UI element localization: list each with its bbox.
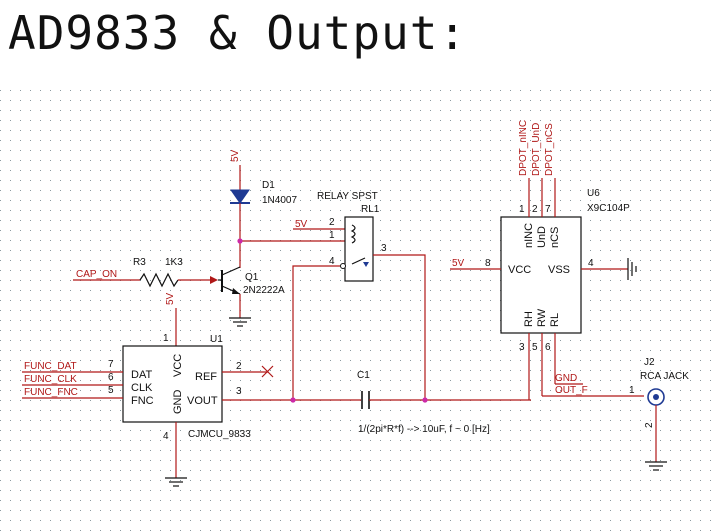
u6-num-und: 2: [532, 204, 538, 215]
u1-pin-ref: REF: [195, 371, 217, 383]
j2-rca-jack: [647, 388, 665, 406]
u1-pin-gnd: GND: [172, 390, 184, 415]
relay-pin-1: 1: [329, 230, 335, 241]
ground-symbol-u1: [165, 477, 187, 487]
relay-pin-4: 4: [329, 256, 335, 267]
net-dpot-ncs: DPOT_nCS: [544, 123, 555, 176]
u1-num-ref: 2: [236, 361, 242, 372]
c1-formula: 1/(2pi*R*f) --> 10uF, f ~ 0 [Hz]: [358, 424, 490, 435]
u6-pin-rl: RL: [549, 313, 561, 327]
u6-num-ninc: 1: [519, 204, 525, 215]
wire-relay-pin4: [292, 265, 340, 400]
u6-num-vss: 4: [588, 258, 594, 269]
page-title: AD9833 & Output:: [8, 6, 468, 60]
wire-relay-pin3: [373, 254, 426, 400]
j2-pin-gnd: 2: [644, 422, 655, 428]
u6-num-rh: 3: [519, 342, 525, 353]
q1-value: 2N2222A: [243, 285, 285, 296]
u1-num-dat: 7: [108, 359, 114, 370]
base-arrow: [210, 276, 218, 284]
u1-num-vout: 3: [236, 386, 242, 397]
j2-value: RCA JACK: [640, 371, 689, 382]
relay-ref: RL1: [361, 204, 380, 215]
u6-pin-rw: RW: [536, 308, 548, 327]
u1-num-gnd: 4: [163, 431, 169, 442]
net-5v-u1: 5V: [165, 292, 176, 305]
u6-pin-vcc: VCC: [508, 264, 531, 276]
ground-symbol-j2: [645, 461, 667, 471]
u1-pin-vout: VOUT: [187, 395, 218, 407]
ground-symbol-u6: [627, 258, 637, 280]
u6-pin-ninc: nINC: [523, 223, 535, 248]
r3-value: 1K3: [165, 257, 183, 268]
c1-ref: C1: [357, 370, 370, 381]
j2-ref: J2: [644, 357, 655, 368]
u6-num-rl: 6: [545, 342, 551, 353]
net-5v-relay: 5V: [295, 219, 308, 230]
net-5v-u6: 5V: [452, 258, 465, 269]
u6-ref: U6: [587, 188, 600, 199]
u1-pin-clk: CLK: [131, 382, 153, 394]
d1-diode: [230, 165, 250, 268]
u6-num-rw: 5: [532, 342, 538, 353]
net-5v-d1: 5V: [230, 149, 241, 162]
net-cap-on: CAP_ON: [76, 269, 117, 280]
u1-body: [122, 345, 223, 423]
relay-rl1: [340, 216, 374, 282]
u1-ref: U1: [210, 334, 223, 345]
u6-num-ncs: 7: [545, 204, 551, 215]
u6-body: [500, 216, 582, 334]
u1-value: CJMCU_9833: [188, 429, 251, 440]
r3-resistor: [139, 272, 179, 288]
net-func-dat: FUNC_DAT: [24, 361, 77, 372]
junction: [422, 397, 428, 403]
u6-pin-und: UnD: [536, 226, 548, 248]
j2-pin-signal: 1: [629, 385, 635, 396]
net-func-fnc: FUNC_FNC: [24, 387, 78, 398]
u6-pin-rh: RH: [523, 311, 535, 327]
q1-transistor: [218, 266, 241, 295]
relay-pin-3: 3: [381, 243, 387, 254]
r3-ref: R3: [133, 257, 146, 268]
u1-pin-vcc: VCC: [172, 354, 184, 377]
ground-symbol-q1: [229, 317, 251, 327]
relay-pin-2: 2: [329, 217, 335, 228]
relay-title: RELAY SPST: [317, 191, 378, 202]
q1-ref: Q1: [245, 272, 259, 283]
net-dpot-und: DPOT_UnD: [531, 123, 542, 176]
net-dpot-ninc: DPOT_nINC: [518, 120, 529, 176]
u1-num-clk: 6: [108, 372, 114, 383]
u1-num-fnc: 5: [108, 385, 114, 396]
d1-value: 1N4007: [262, 195, 297, 206]
net-func-clk: FUNC_CLK: [24, 374, 77, 385]
junction: [237, 238, 243, 244]
d1-ref: D1: [262, 180, 275, 191]
net-gnd: GND: [555, 373, 577, 384]
grid-background: [0, 85, 712, 532]
u6-pin-ncs: nCS: [549, 227, 561, 248]
u1-pin-dat: DAT: [131, 369, 152, 381]
u6-value: X9C104P: [587, 203, 630, 214]
junction: [290, 397, 296, 403]
u1-num-vcc: 1: [163, 333, 169, 344]
u1-pin-fnc: FNC: [131, 395, 154, 407]
u6-pin-vss: VSS: [548, 264, 570, 276]
net-out-f: OUT_F: [555, 385, 588, 396]
u6-num-vcc: 8: [485, 258, 491, 269]
